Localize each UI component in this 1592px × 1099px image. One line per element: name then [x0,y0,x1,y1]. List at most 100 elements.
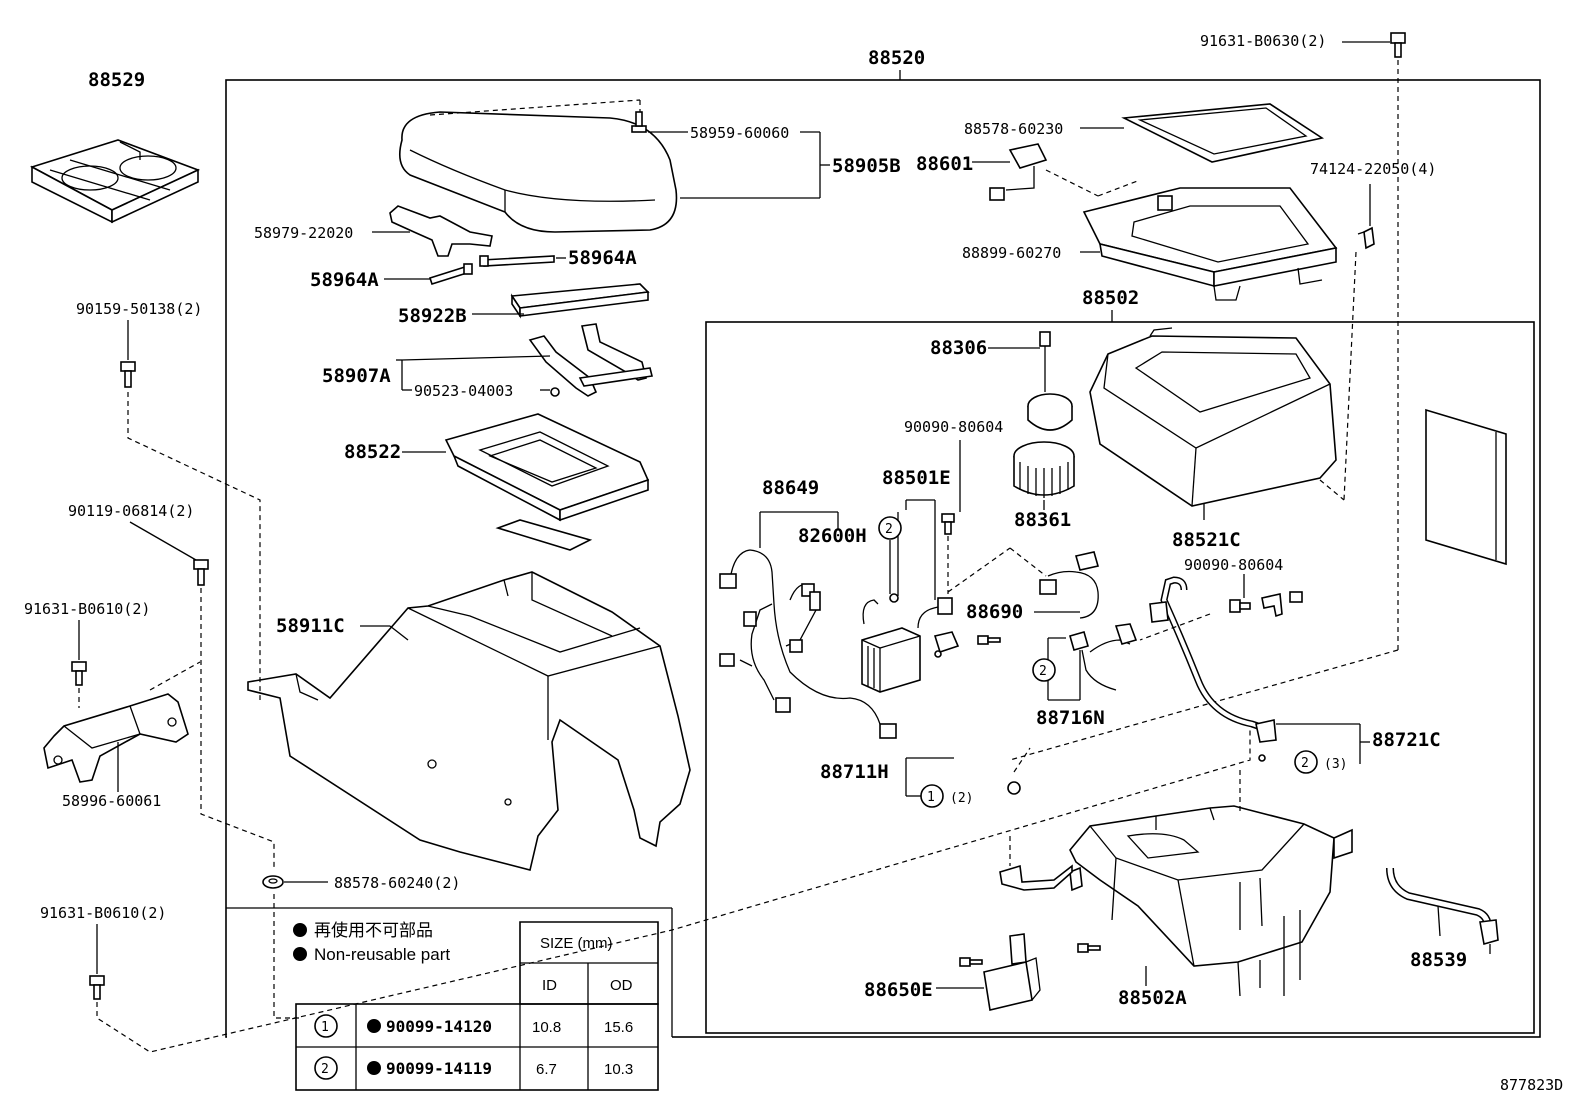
part-88721c-pipe [1149,576,1277,762]
part-88578-60230-gasket [1121,103,1325,163]
label-88529: 88529 [88,69,145,91]
label-82600h: 82600H [798,525,867,547]
part-88601-switch [989,143,1048,201]
part-74124-clip [1357,226,1375,250]
label-88521c: 88521C [1172,529,1241,551]
part-88716n-pipe [1069,623,1138,691]
table-row1-part: 90099-14120 [386,1017,492,1036]
note-japanese: 再使用不可部品 [314,920,433,940]
label-88520: 88520 [868,47,925,69]
label-91631-b0610-a: 91631-B0610(2) [24,600,150,618]
label-88502a: 88502A [1118,987,1187,1009]
part-pad [495,519,593,551]
bolt-91631-b0630 [1390,32,1406,58]
part-88361-fan [1013,441,1075,498]
label-88721c: 88721C [1372,729,1441,751]
table-row2-od: 10.3 [604,1061,633,1078]
label-58911c: 58911C [276,615,345,637]
label-88578-60230: 88578-60230 [964,120,1063,138]
svg-text:2: 2 [1039,664,1047,679]
part-88502a-lower-case [1069,805,1353,997]
label-58907a: 58907A [322,365,391,387]
label-58996-60061: 58996-60061 [62,792,161,810]
bolt-90119-06814 [193,559,209,586]
part-88899-console-top [1082,187,1338,301]
label-88601: 88601 [916,153,973,175]
svg-text:1: 1 [927,790,935,805]
screw-88711h [977,635,1001,645]
part-88529-cup-holder [29,139,201,224]
table-row2-part: 90099-14119 [386,1059,492,1078]
table-size-header: SIZE (mm) [540,935,613,952]
label-88361: 88361 [1014,509,1071,531]
subassembly-frame-88502 [705,321,1535,1034]
part-88650e-actuator [983,933,1041,1011]
table-col-id: ID [542,977,557,994]
part-88711h-pipe [933,631,1021,795]
callout-mark-2-88721c: 2 [1294,750,1318,774]
bolt-91631-b0610-b [89,975,105,1000]
part-58907a-latch [528,323,653,397]
part-88539-hose [1386,867,1499,954]
label-88711h: 88711H [820,761,889,783]
callout-mark-2-88716n: 2 [1032,658,1056,682]
callout-mark-2-88501e: 2 [878,516,902,540]
part-small-bracket [1261,591,1303,618]
size-table: SIZE (mm) ID OD 1 90099-14120 10.8 15.6 … [295,921,659,1091]
washer-88578-60240 [262,875,284,889]
table-row2-id: 6.7 [536,1061,557,1078]
part-58964a-clip-right [479,255,555,267]
label-88502: 88502 [1082,287,1139,309]
part-88690-sensor [1039,551,1100,619]
label-88690: 88690 [966,601,1023,623]
label-88539: 88539 [1410,949,1467,971]
label-88522: 88522 [344,441,401,463]
label-88501e: 88501E [882,467,951,489]
table-row1-mark: 1 [321,1020,329,1035]
svg-text:2: 2 [885,522,893,537]
table-row1-od: 15.6 [604,1019,633,1036]
part-88306-motor [1027,331,1073,431]
label-58959-60060: 58959-60060 [690,124,789,142]
callout-qty-2: (3) [1324,757,1347,772]
part-82600h-fuse [809,591,821,611]
part-flat-panel [1425,408,1507,566]
label-74124-22050: 74124-22050(4) [1310,160,1436,178]
part-58911c-console-box [247,571,691,871]
part-58996-bracket [43,693,189,783]
assembly-frame-88520 [225,79,1541,1038]
label-88649: 88649 [762,477,819,499]
bolt-91631-b0610-a [71,661,87,686]
part-armrest-lid [399,111,678,233]
label-90159-50138: 90159-50138(2) [76,300,202,318]
label-90523-04003: 90523-04003 [414,382,513,400]
part-58922b-panel [510,283,650,319]
screw-88650e [959,957,983,967]
svg-text:2: 2 [1301,756,1309,771]
part-88501e-resistor [861,593,953,693]
callout-qty-1: (2) [950,791,973,806]
label-58905b: 58905B [832,155,901,177]
label-58922b: 58922B [398,305,467,327]
label-91631-b0610-b: 91631-B0610(2) [40,904,166,922]
label-88899-60270: 88899-60270 [962,244,1061,262]
part-lower-bracket [999,864,1073,891]
table-row1-id: 10.8 [532,1019,561,1036]
screw-90090-80604-b [1229,599,1251,613]
part-58964a-clip-left [428,263,473,285]
label-91631-b0630: 91631-B0630(2) [1200,32,1326,50]
callout-mark-1-88711h: 1 [920,784,944,808]
bolt-90159-50138 [120,361,136,388]
part-58979-hinge-bracket [389,205,493,257]
table-col-od: OD [610,977,633,994]
label-58979-22020: 58979-22020 [254,224,353,242]
label-90090-80604-a: 90090-80604 [904,418,1003,436]
label-88650e: 88650E [864,979,933,1001]
label-58964a-right: 58964A [568,247,637,269]
label-88578-60240: 88578-60240(2) [334,874,460,892]
part-88521c-cover [1089,327,1337,507]
screw-58959 [631,111,647,133]
label-90119-06814: 90119-06814(2) [68,502,194,520]
note-english: Non-reusable part [314,945,450,964]
